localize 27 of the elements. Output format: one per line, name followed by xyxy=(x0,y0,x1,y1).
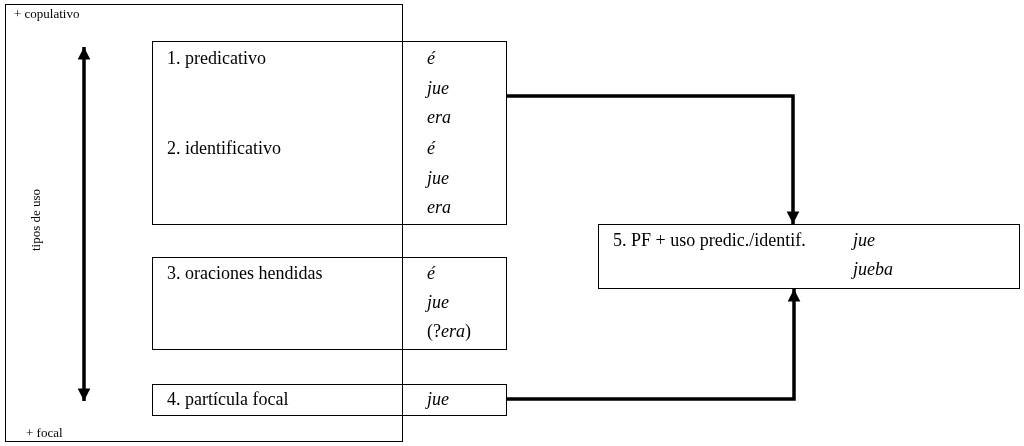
category-box xyxy=(152,384,507,416)
form-label: jue xyxy=(427,291,449,313)
category-label: 2. identificativo xyxy=(167,137,281,159)
form-label: jueba xyxy=(853,258,893,280)
category-label: 5. PF + uso predic./identif. xyxy=(613,229,806,251)
connector-arrow xyxy=(507,289,801,401)
axis-title: tipos de uso xyxy=(28,188,44,252)
outer-frame xyxy=(5,4,403,442)
category-box xyxy=(152,257,507,350)
form-label: é xyxy=(427,262,435,284)
category-box xyxy=(152,41,507,225)
form-label: é xyxy=(427,137,435,159)
category-label: 1. predicativo xyxy=(167,47,266,69)
category-label: 3. oraciones hendidas xyxy=(167,262,323,284)
axis-label: + copulativo xyxy=(14,6,80,22)
form-label: é xyxy=(427,47,435,69)
form-label: jue xyxy=(853,229,875,251)
form-label: jue xyxy=(427,167,449,189)
category-label: 4. partícula focal xyxy=(167,388,289,410)
form-label: (?era) xyxy=(427,320,471,342)
form-label: era xyxy=(427,196,451,218)
form-label: jue xyxy=(427,77,449,99)
form-label: jue xyxy=(427,388,449,410)
connector-arrow xyxy=(507,94,800,224)
form-label: era xyxy=(427,106,451,128)
axis-label: + focal xyxy=(26,425,63,441)
category-box xyxy=(598,224,1020,289)
